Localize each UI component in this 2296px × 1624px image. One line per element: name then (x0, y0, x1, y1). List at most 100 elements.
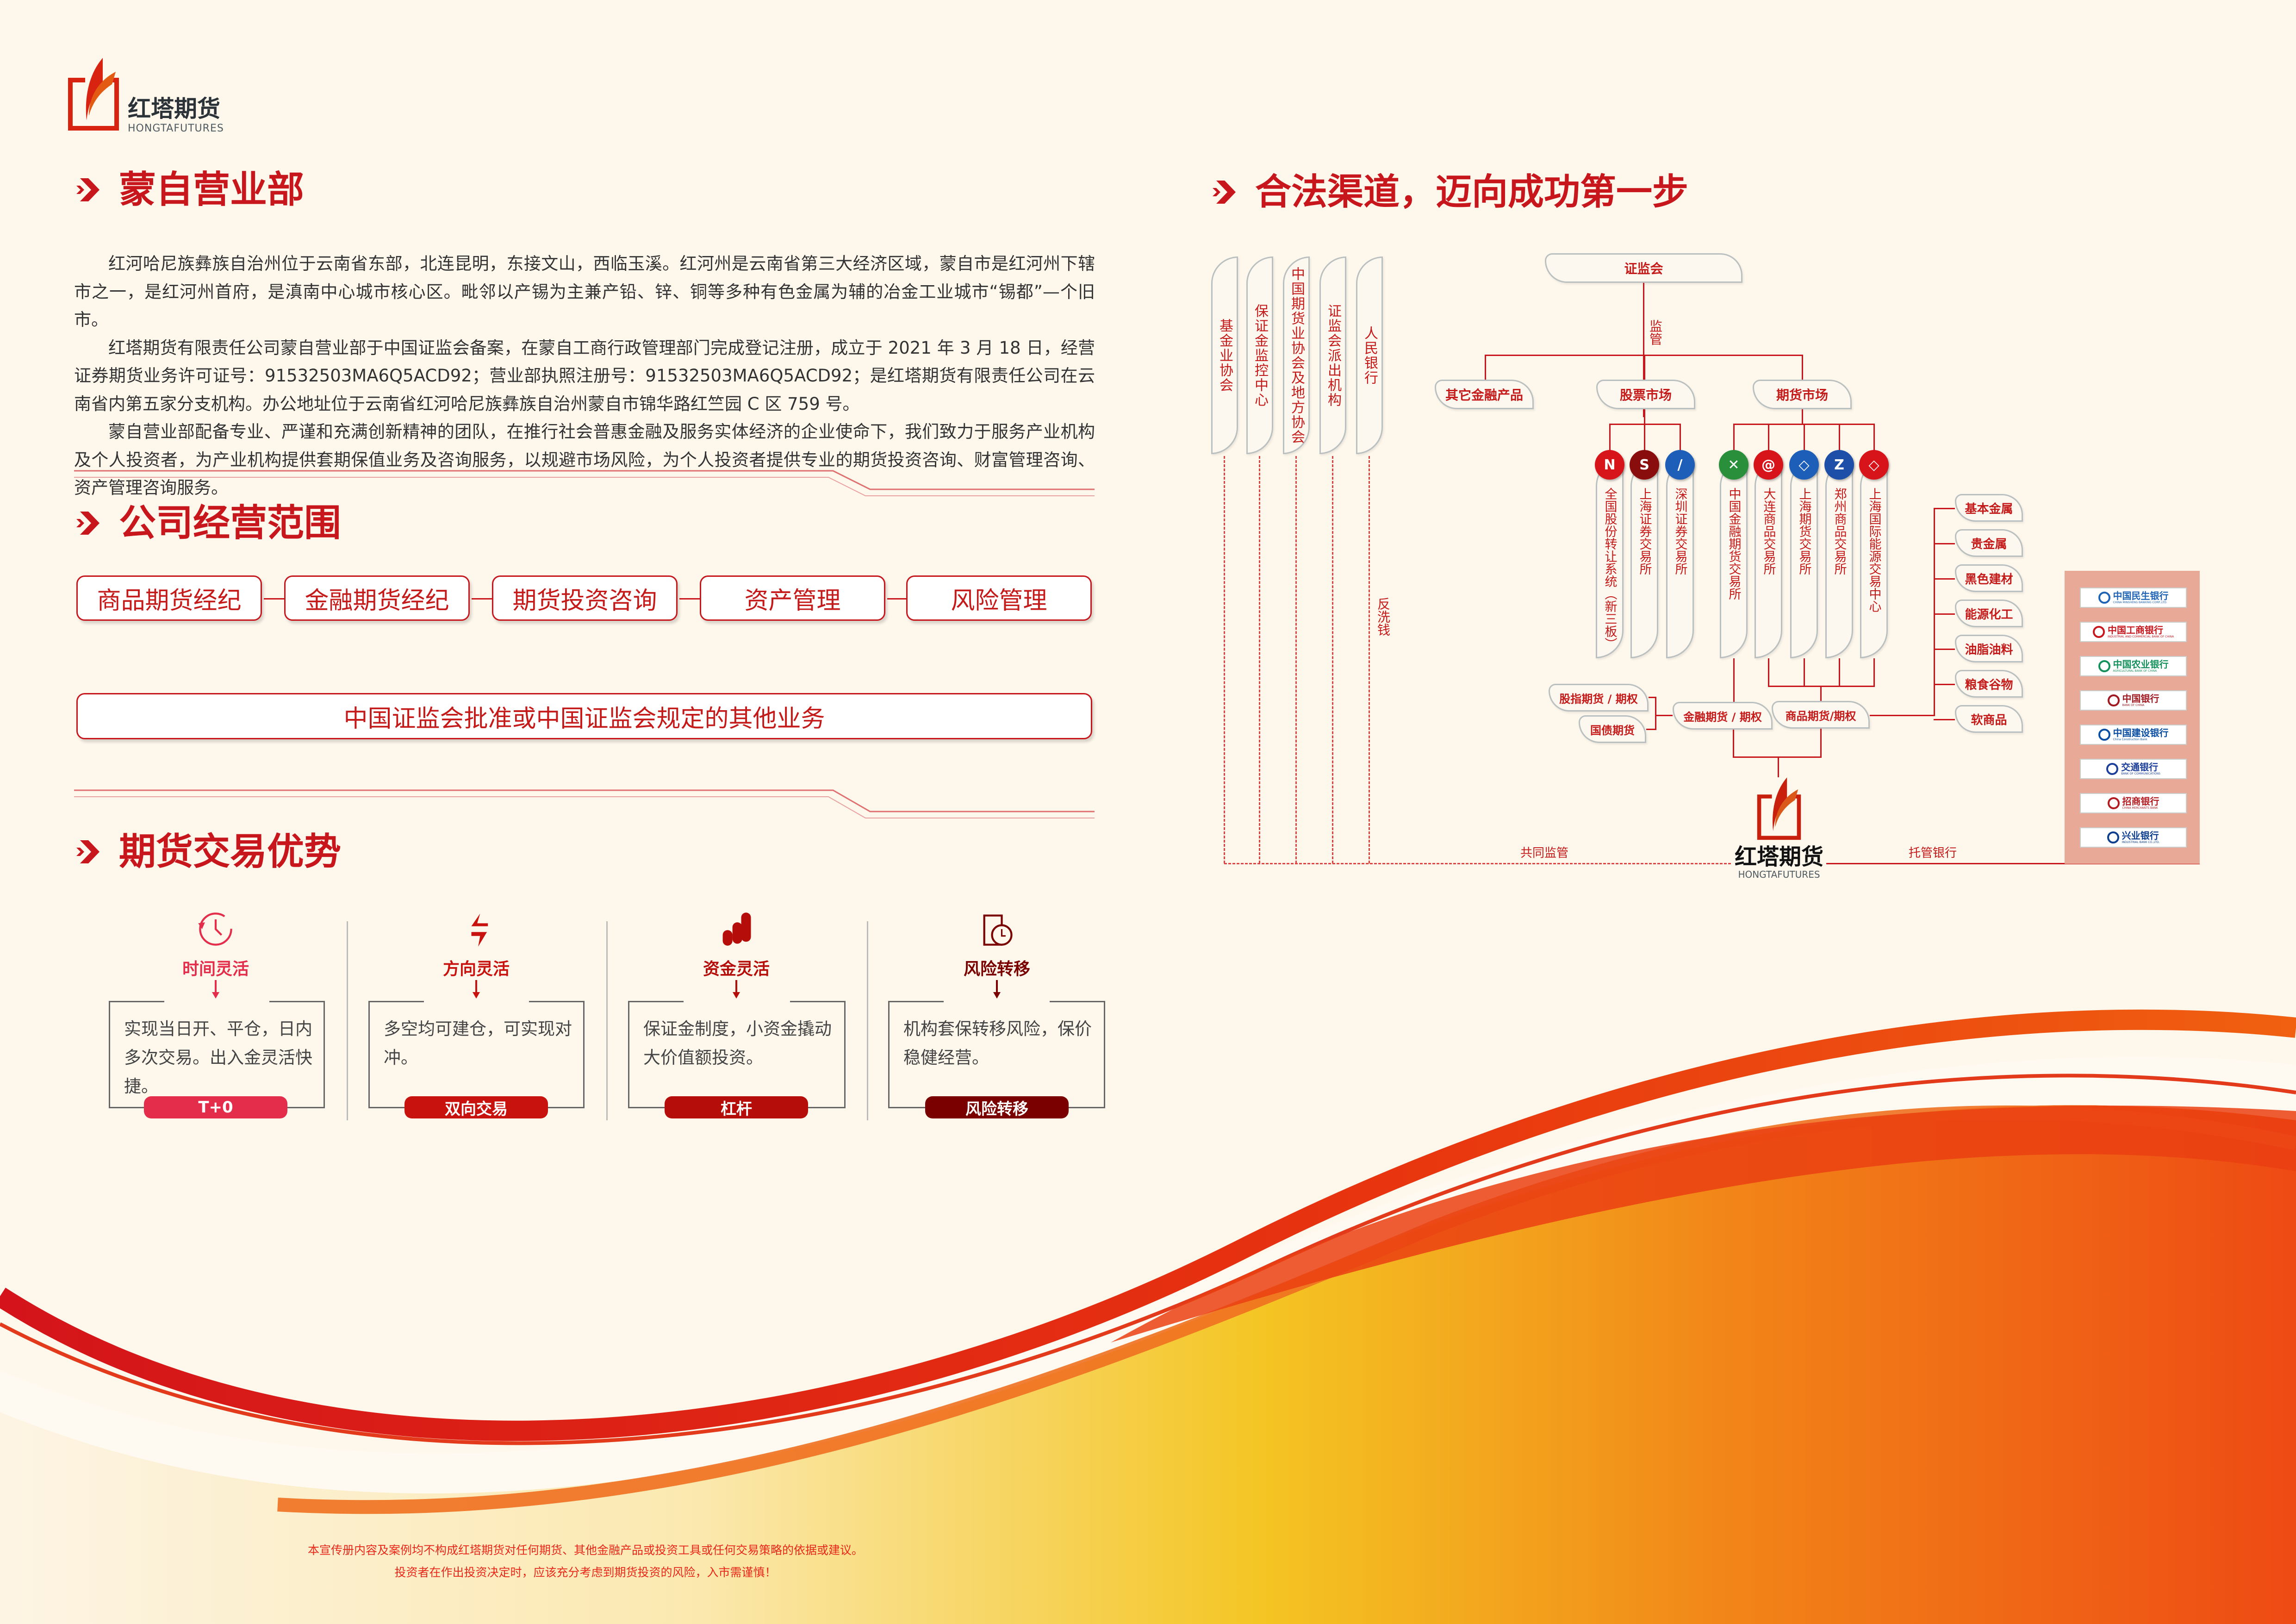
advantage-box: 机构套保转移风险，保价稳健经营。 (888, 1001, 1105, 1108)
bank-logo-icon (2098, 729, 2110, 741)
line (1870, 715, 1934, 716)
line (1778, 756, 1779, 777)
box-top-line (269, 1001, 325, 1002)
branch-title: 蒙自营业部 (119, 168, 304, 211)
bank-logo-icon (2107, 831, 2119, 843)
line (1733, 730, 1734, 757)
line (1644, 355, 1645, 380)
commodity-box: 油脂油料 (1955, 635, 2023, 662)
exchange-pill: 上海证券交易所 (1630, 458, 1658, 658)
bank-name-en: CHINA MERCHANTS BANK (2122, 806, 2158, 810)
flame-logo-icon (1757, 777, 1801, 840)
regulator-org: 保证金监控中心 (1246, 256, 1273, 454)
commodity-box: 能源化工 (1955, 600, 2023, 627)
ine-logo: ◇ (1859, 450, 1889, 480)
line (1680, 424, 1681, 451)
line (1768, 424, 1769, 451)
flame-logo-icon (68, 58, 119, 131)
dce-logo: @ (1754, 450, 1783, 480)
shfe-logo: ◇ (1789, 450, 1819, 480)
center-brand-name-zh: 红塔期货 (1734, 844, 1823, 870)
csrc-box: 证监会 (1545, 253, 1742, 283)
channel-title: 合法渠道，迈向成功第一步 (1255, 171, 1689, 213)
bank-logo-icon (2098, 660, 2110, 672)
branch-heading: 蒙自营业部 (76, 167, 304, 213)
advantage-text: 机构套保转移风险，保价稳健经营。 (903, 1019, 1092, 1068)
column-separator (606, 921, 608, 1120)
scope-heading: 公司经营范围 (76, 500, 341, 546)
line (1934, 684, 1955, 685)
paragraph: 红河哈尼族彝族自治州位于云南省东部，北连昆明，东接文山，西临玉溪。红河州是云南省… (74, 254, 1095, 330)
arrow-head-icon (733, 992, 740, 999)
bank-name-zh: 中国银行 (2122, 693, 2159, 704)
arrow-head-icon (473, 992, 480, 999)
advantage-title: 时间灵活 (182, 960, 249, 979)
line (1768, 658, 1769, 686)
arrow-down-icon (735, 980, 737, 994)
advantage-badge: T+0 (144, 1096, 287, 1118)
section-divider (74, 789, 1095, 818)
connector (264, 598, 284, 600)
commodity-box: 黑色建材 (1955, 564, 2023, 592)
advantage-box: 多空均可建仓，可实现对冲。 (368, 1001, 585, 1108)
connector (472, 598, 492, 600)
exchange-pill: 全国股份转让系统（新三板） (1596, 458, 1624, 658)
disclaimer: 本宣传册内容及案例均不构成红塔期货对任何期货、其他金融产品或投资工具或任何交易策… (0, 1539, 1171, 1584)
advantage-badge: 双向交易 (404, 1096, 548, 1118)
advantage-text: 实现当日开、平仓，日内多次交易。出入金灵活快捷。 (124, 1019, 312, 1096)
anti-money-laundering-label: 反洗钱 (1375, 597, 1391, 636)
bank-name-en: BANK OF COMMUNICATIONS (2121, 772, 2160, 775)
connector (679, 598, 700, 600)
product-box: 商品期货/期权 (1772, 701, 1870, 729)
bank-logo-icon (2106, 763, 2119, 775)
arrow-head-icon (212, 992, 219, 999)
market-box: 股票市场 (1596, 380, 1695, 409)
exchange-pill: 中国金融期货交易所 (1720, 458, 1748, 658)
bank-logo-icon (2107, 694, 2120, 706)
line (1839, 424, 1840, 451)
line (1644, 424, 1645, 451)
line (1804, 658, 1805, 686)
advantage-text: 保证金制度，小资金撬动大价值额投资。 (643, 1019, 832, 1068)
line (1486, 355, 1802, 356)
bank-name-zh: 中国工商银行 (2107, 625, 2163, 636)
box-top-line (529, 1001, 585, 1002)
scope-other: 中国证监会批准或中国证监会规定的其他业务 (76, 693, 1092, 739)
line (1934, 649, 1955, 650)
arrow-down-icon (996, 980, 998, 994)
sse-logo: S (1630, 450, 1659, 480)
paragraph: 红塔期货有限责任公司蒙自营业部于中国证监会备案，在蒙自工商行政管理部门完成登记注… (74, 337, 1095, 414)
commodity-box: 软商品 (1955, 705, 2023, 733)
coins-stack-icon (717, 910, 756, 949)
bank-name-en: BANK OF CHINA (2122, 704, 2145, 707)
chevron-right-icon (76, 512, 100, 535)
commodity-box: 贵金属 (1955, 529, 2023, 557)
szse-logo: / (1665, 450, 1695, 480)
line (1934, 578, 1955, 580)
joint-supervision-line (1224, 863, 1731, 864)
advantages-heading: 期货交易优势 (76, 829, 341, 875)
bank-panel (2065, 571, 2200, 864)
bank-name-zh: 交通银行 (2121, 762, 2159, 773)
bank-name-zh: 中国农业银行 (2113, 659, 2169, 670)
column-separator (347, 921, 348, 1120)
bank-logo-icon (2098, 592, 2110, 604)
scope-item: 期货投资咨询 (492, 575, 678, 621)
market-box: 其它金融产品 (1435, 380, 1534, 409)
arrow-down-icon (475, 980, 477, 994)
exchange-pill: 大连商品交易所 (1755, 458, 1782, 658)
joint-supervision-label: 共同监管 (1520, 846, 1569, 860)
brand-name-zh: 红塔期货 (128, 95, 220, 122)
two-way-arrows-icon (457, 910, 496, 949)
paragraph: 蒙自营业部配备专业、严谨和充满创新精神的团队，在推行社会普惠金融及服务实体经济的… (74, 422, 1095, 498)
branch-description: 红河哈尼族彝族自治州位于云南省东部，北连昆明，东接文山，西临玉溪。红河州是云南省… (74, 250, 1095, 502)
line (1655, 697, 1656, 730)
